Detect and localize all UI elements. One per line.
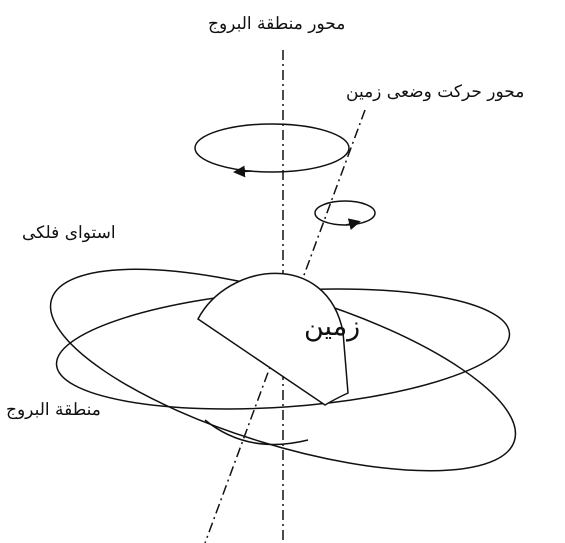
ecliptic-axis-rotation-ellipse <box>195 124 349 172</box>
rotation-axis-label: محور حرکت وضعی زمین <box>346 84 524 101</box>
ecliptic-axis-label: محور منطقة البروج <box>208 16 345 33</box>
rotation-axis-precession-ellipse <box>315 201 375 225</box>
ecliptic-label: منطقة البروج <box>6 402 101 419</box>
ecliptic-rotation-arrow <box>236 171 252 172</box>
earth-label: زمین <box>304 313 360 340</box>
celestial-equator-label: استوای فلکی <box>22 225 116 242</box>
